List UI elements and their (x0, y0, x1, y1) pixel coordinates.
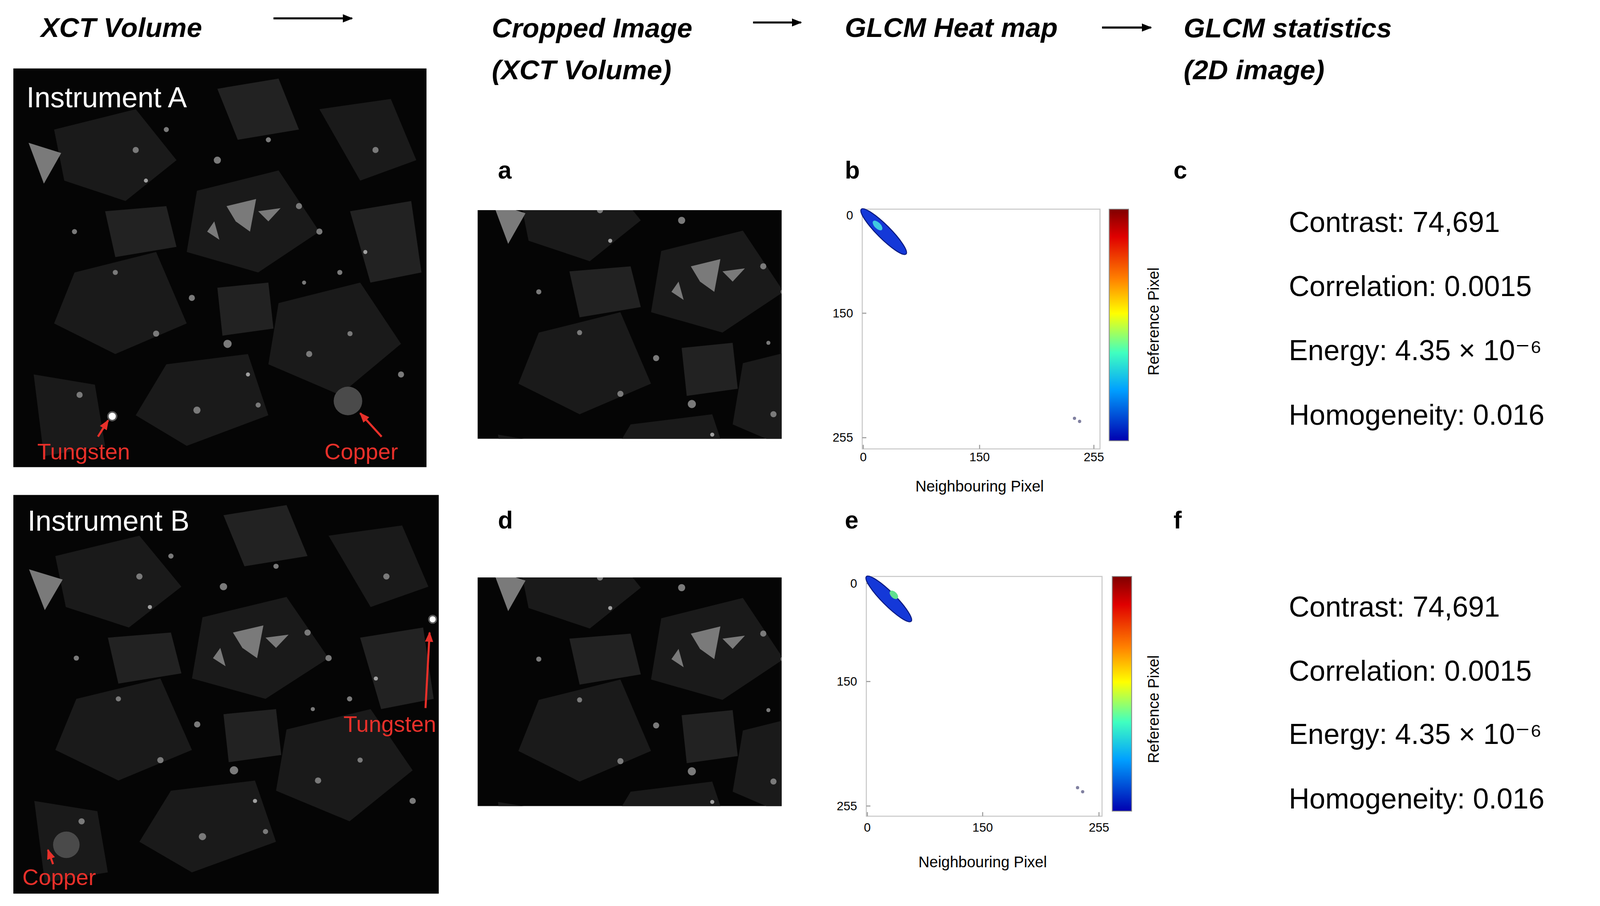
axis-tick: 255 (1083, 450, 1105, 465)
step-heading: XCT Volume (40, 11, 203, 44)
axis-tick: 0 (864, 820, 871, 835)
glcm-statistic: Homogeneity: 0.016 (1288, 398, 1545, 432)
panel-letter: f (1173, 506, 1182, 535)
glcm-heatmap (856, 204, 1129, 449)
material-label: Tungsten (343, 711, 436, 738)
axis-tick: 0 (859, 450, 867, 465)
axis-tick: 150 (832, 306, 853, 321)
axis-tick: 255 (832, 430, 853, 445)
material-label: Tungsten (37, 438, 130, 465)
panel-letter: e (844, 506, 859, 535)
glcm-statistic: Correlation: 0.0015 (1288, 270, 1532, 304)
material-label: Copper (324, 438, 398, 465)
axis-title: Reference Pixel (1145, 655, 1164, 764)
axis-tick: 150 (969, 450, 990, 465)
axis-tick: 0 (850, 576, 857, 591)
axis-tick: 0 (846, 208, 853, 223)
cropped-image (477, 210, 782, 439)
panel-letter: b (844, 156, 861, 185)
instrument-label: Instrument A (26, 81, 187, 115)
cropped-image (477, 577, 782, 806)
axis-tick: 255 (1088, 820, 1110, 835)
glcm-statistic: Homogeneity: 0.016 (1288, 782, 1545, 816)
glcm-statistic: Correlation: 0.0015 (1288, 654, 1532, 688)
axis-tick: 255 (836, 799, 857, 814)
material-label: Copper (22, 864, 96, 891)
glcm-statistic: Contrast: 74,691 (1288, 206, 1500, 240)
axis-title: Neighbouring Pixel (915, 478, 1044, 496)
glcm-statistic: Energy: 4.35 × 10⁻⁶ (1288, 334, 1543, 368)
panel-letter: d (498, 506, 514, 535)
panel-letter: c (1173, 156, 1188, 185)
xct-slice (13, 494, 439, 894)
axis-title: Reference Pixel (1145, 267, 1164, 376)
xct-image-panel: Instrument B TungstenCopper (13, 495, 439, 894)
glcm-statistic: Energy: 4.35 × 10⁻⁶ (1288, 718, 1543, 752)
xct-image-panel: Instrument A Tungsten Copper (13, 68, 427, 468)
step-heading: GLCM statistics (2D image) (1183, 7, 1439, 91)
step-heading: Cropped Image (XCT Volume) (491, 7, 748, 91)
axis-tick: 150 (972, 820, 993, 835)
glcm-statistic: Contrast: 74,691 (1288, 590, 1500, 624)
panel-letter: a (498, 156, 512, 185)
pointer-arrows (48, 413, 430, 865)
axis-title: Neighbouring Pixel (918, 853, 1048, 872)
glcm-heatmap (861, 571, 1132, 817)
instrument-label: Instrument B (27, 504, 190, 538)
axis-tick: 150 (836, 674, 857, 689)
step-heading: GLCM Heat map (844, 11, 1058, 44)
xct-slice (13, 68, 427, 468)
